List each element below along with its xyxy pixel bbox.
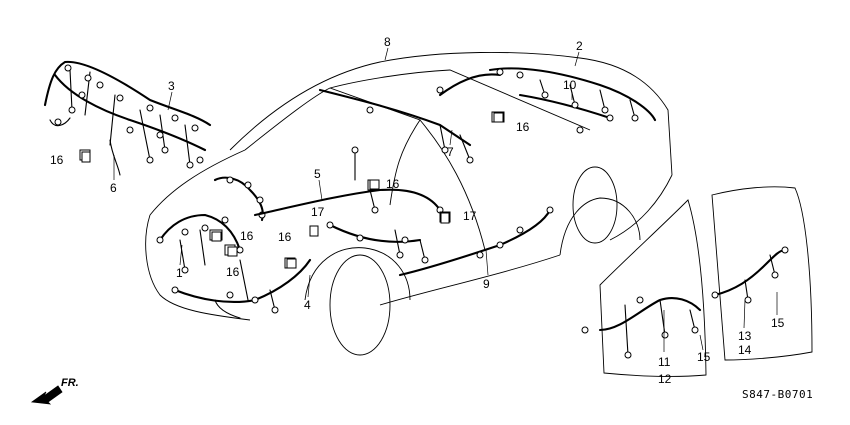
callout-16-engine: 16 [240,229,254,243]
callout-16-dash: 16 [50,153,64,167]
callout-13: 13 [738,329,752,343]
callout-16-center: 16 [386,177,400,191]
front-door [581,199,707,377]
callout-12: 12 [658,372,672,386]
callout-6: 6 [110,181,117,195]
callout-15-front-door: 15 [697,350,711,364]
rear-door [711,186,813,361]
diagram-code: S847-B0701 [742,388,813,401]
front-direction-marker: FR. [30,377,79,405]
callout-9: 9 [483,277,490,291]
front-arrow-icon [30,385,63,405]
leader-lines [113,47,778,352]
callout-3: 3 [168,79,175,93]
callout-2: 2 [576,39,583,53]
callout-5: 5 [314,167,321,181]
callout-4: 4 [304,298,311,312]
floor-harness [253,146,554,277]
callout-16-rear: 16 [516,120,530,134]
callout-1: 1 [176,266,183,280]
callout-17-right: 17 [463,209,477,223]
car-body-outline [145,51,673,356]
callout-16-lower: 16 [226,265,240,279]
roof-harness [318,73,502,164]
callout-7: 7 [447,145,454,159]
callout-10: 10 [563,78,577,92]
callout-15-rear-door: 15 [771,316,785,330]
callout-14: 14 [738,343,752,357]
front-marker-label: FR. [61,377,79,389]
callout-17-left: 17 [311,205,325,219]
callout-16-fender: 16 [278,230,292,244]
callout-numbers: 8 2 3 10 16 16 7 6 5 16 17 17 16 16 16 1… [50,35,785,386]
loose-grommets-and-bolts [81,112,504,269]
callout-8: 8 [384,35,391,49]
dashboard-harness [43,60,212,176]
callout-11: 11 [658,355,671,369]
